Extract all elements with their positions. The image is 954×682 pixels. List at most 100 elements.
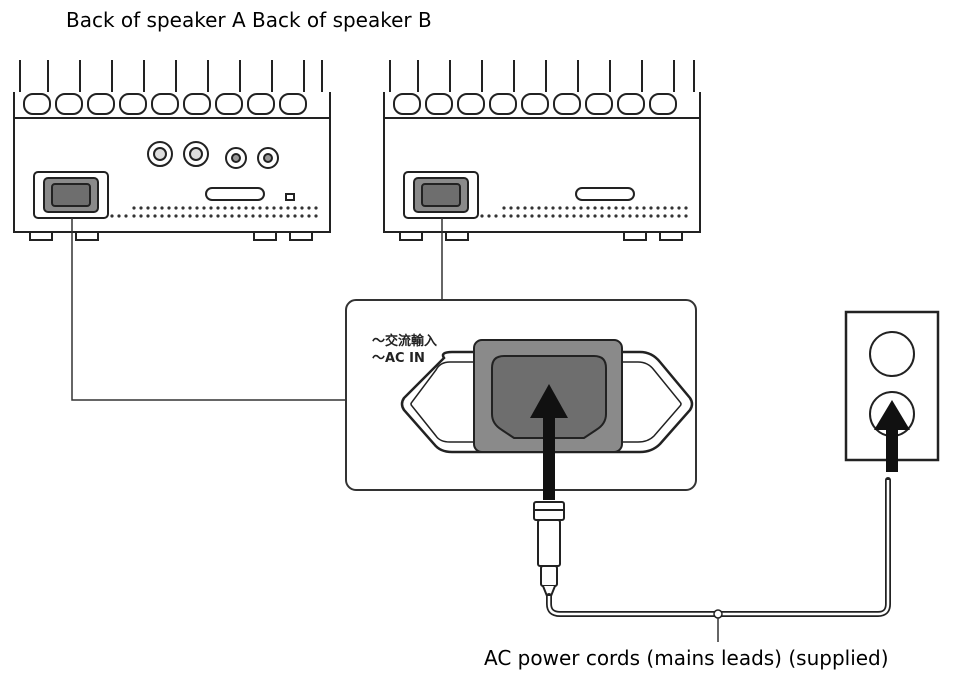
vent-dot (579, 206, 583, 210)
vent-dot (656, 214, 660, 218)
vent-dot (265, 214, 269, 218)
vent-dot (279, 206, 283, 210)
vent-dot (607, 214, 611, 218)
vent-dot (523, 214, 527, 218)
vent-dot (132, 214, 136, 218)
ac-in-label-jp: ～交流輸入 (372, 333, 437, 349)
speaker-b-vents (384, 93, 700, 119)
vent-dot (593, 214, 597, 218)
multipin-connector-icon (205, 187, 265, 201)
vent-dot (139, 206, 143, 210)
vent-dot (523, 206, 527, 210)
vent-dot (600, 214, 604, 218)
vent-dot (251, 206, 255, 210)
vent-dot (558, 206, 562, 210)
vent-dot (586, 206, 590, 210)
ac-in-detail-panel: ～交流輸入 ～AC IN (345, 299, 697, 491)
vent-dot (216, 206, 220, 210)
vent-dot (537, 214, 541, 218)
vent-dot (572, 214, 576, 218)
speaker-b-back (383, 60, 701, 241)
speaker-a-dot-vents (110, 206, 318, 218)
vent-dot (649, 214, 653, 218)
speaker-b-dot-vents (480, 206, 688, 218)
insert-arrow-icon (530, 384, 568, 500)
vent-dot (167, 206, 171, 210)
vent-dot (544, 214, 548, 218)
vent-dot (153, 206, 157, 210)
vent-dot (614, 214, 618, 218)
cord-leader (713, 609, 723, 642)
vent-dot (174, 214, 178, 218)
vent-dot (237, 206, 241, 210)
vent-dot (300, 214, 304, 218)
iec-plug-icon (533, 501, 565, 597)
vent-dot (293, 206, 297, 210)
vent-dot (286, 214, 290, 218)
vent-dot (195, 206, 199, 210)
vent-dot (293, 214, 297, 218)
vent-dot (544, 206, 548, 210)
vent-dot (684, 206, 688, 210)
vent-dot (139, 214, 143, 218)
vent-dot (124, 214, 128, 218)
vent-dot (530, 206, 534, 210)
vent-dot (607, 206, 611, 210)
vent-dot (628, 206, 632, 210)
vent-dot (663, 206, 667, 210)
vent-dot (642, 206, 646, 210)
power-cord (546, 477, 891, 617)
vent-dot (502, 214, 506, 218)
vent-dot (188, 214, 192, 218)
vent-dot (670, 214, 674, 218)
outlet-arrow-icon (874, 400, 910, 472)
vent-dot (223, 214, 227, 218)
vent-dot (174, 206, 178, 210)
vent-dot (663, 214, 667, 218)
vent-dot (110, 214, 114, 218)
speaker-b-fins (389, 60, 695, 92)
vent-dot (677, 206, 681, 210)
vent-dot (223, 206, 227, 210)
vent-dot (677, 214, 681, 218)
vent-dot (146, 214, 150, 218)
vent-dot (132, 206, 136, 210)
speaker-a-ac-inlet (33, 171, 109, 219)
vent-dot (202, 206, 206, 210)
vent-dot (642, 214, 646, 218)
vent-dot (656, 206, 660, 210)
vent-dot (684, 214, 688, 218)
vent-dot (558, 214, 562, 218)
vent-dot (160, 214, 164, 218)
vent-dot (572, 206, 576, 210)
vent-dot (502, 206, 506, 210)
small-switch-icon (285, 193, 295, 201)
vent-dot (537, 206, 541, 210)
vent-dot (635, 206, 639, 210)
vent-dot (181, 206, 185, 210)
vent-dot (307, 206, 311, 210)
vent-dot (272, 214, 276, 218)
vent-dot (551, 214, 555, 218)
vent-dot (279, 214, 283, 218)
vent-dot (188, 206, 192, 210)
vent-dot (258, 206, 262, 210)
vent-dot (509, 214, 513, 218)
vent-dot (272, 206, 276, 210)
speaker-a-fins (19, 60, 323, 92)
wall-outlet-icon (844, 310, 940, 472)
vent-dot (480, 214, 484, 218)
vent-dot (565, 206, 569, 210)
vent-dot (237, 214, 241, 218)
vent-dot (614, 206, 618, 210)
vent-dot (509, 206, 513, 210)
vent-dot (216, 214, 220, 218)
vent-dot (621, 206, 625, 210)
vent-dot (314, 206, 318, 210)
vent-dot (153, 214, 157, 218)
vent-dot (117, 214, 121, 218)
ac-in-label-en: ～AC IN (372, 351, 425, 366)
speaker-b-ac-inlet (403, 171, 479, 219)
vent-dot (600, 206, 604, 210)
